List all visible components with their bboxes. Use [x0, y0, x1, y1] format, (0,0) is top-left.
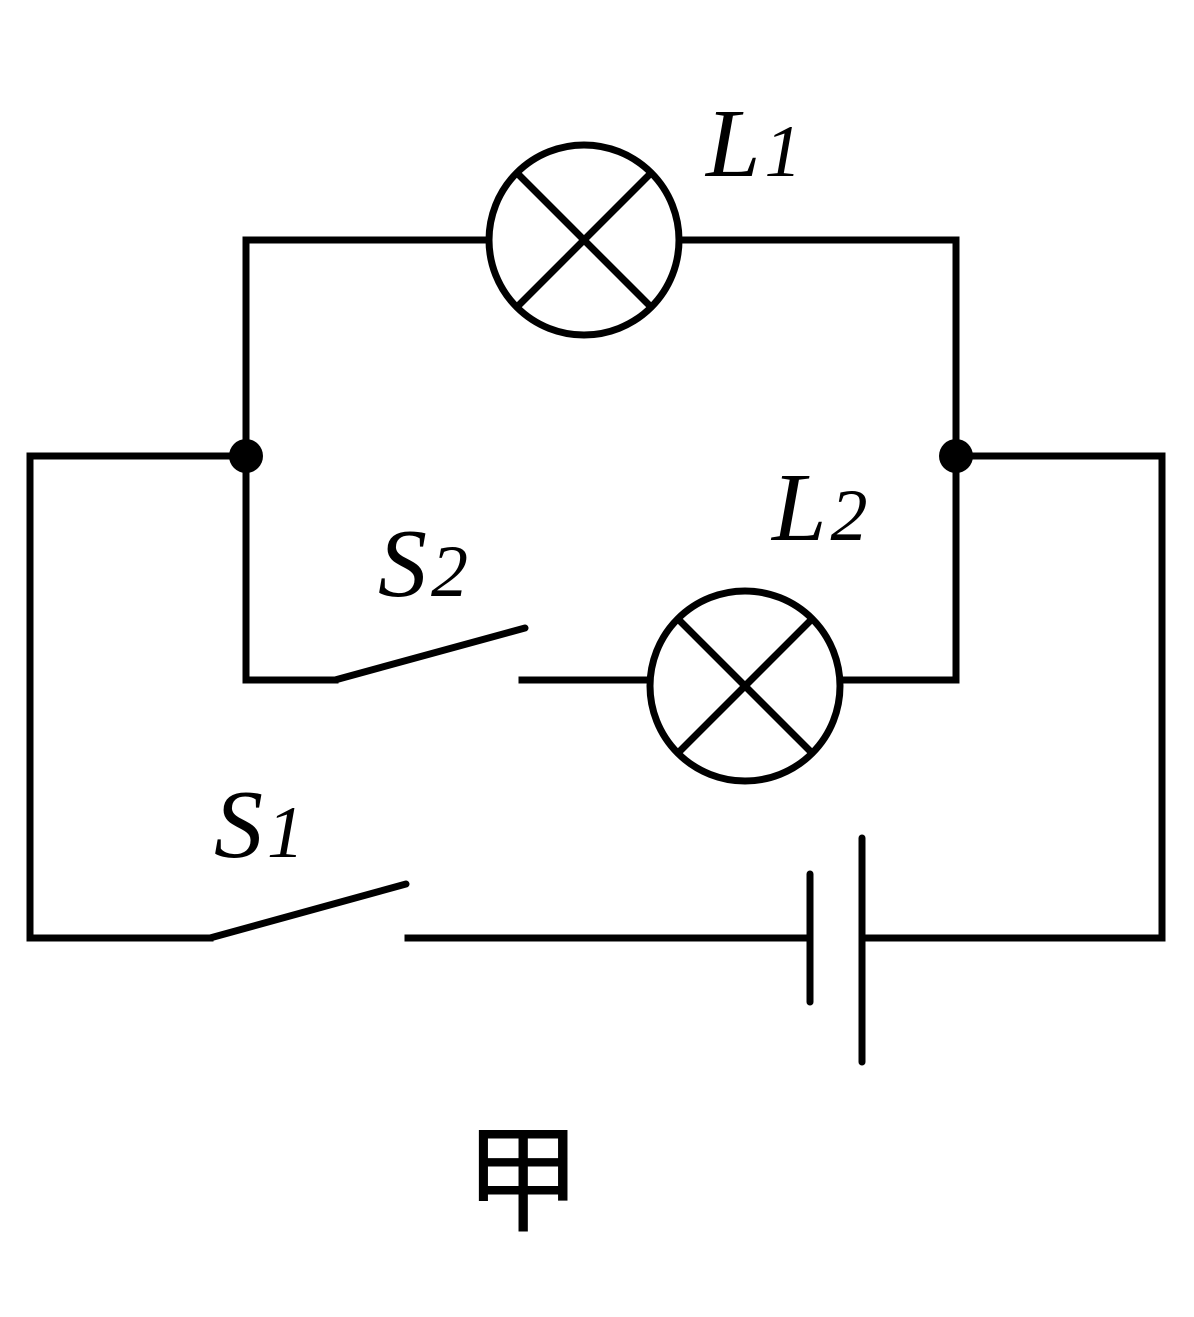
junction-left [229, 439, 263, 473]
label-l1: L1 [704, 90, 802, 198]
label-s1: S1 [214, 771, 304, 879]
wire-top-right [675, 236, 960, 460]
wire-branch2-left [242, 452, 339, 684]
label-s2: S2 [378, 510, 468, 618]
wire-top-left [242, 236, 493, 460]
figure-caption: 甲 [464, 1112, 582, 1250]
wire-branch2-right [836, 452, 960, 684]
lamp-l2-cross-b [675, 616, 815, 756]
switch-s2-lever [331, 624, 529, 684]
lamp-l1 [485, 141, 683, 339]
lamp-l1-cross-b [514, 170, 654, 310]
switch-s1-lever [206, 880, 410, 942]
wire-outer-left [26, 452, 250, 942]
label-l2: L2 [770, 454, 868, 562]
wire-outer-right [858, 452, 1166, 942]
junction-right [939, 439, 973, 473]
battery [806, 834, 866, 1066]
lamp-l2 [646, 587, 844, 785]
